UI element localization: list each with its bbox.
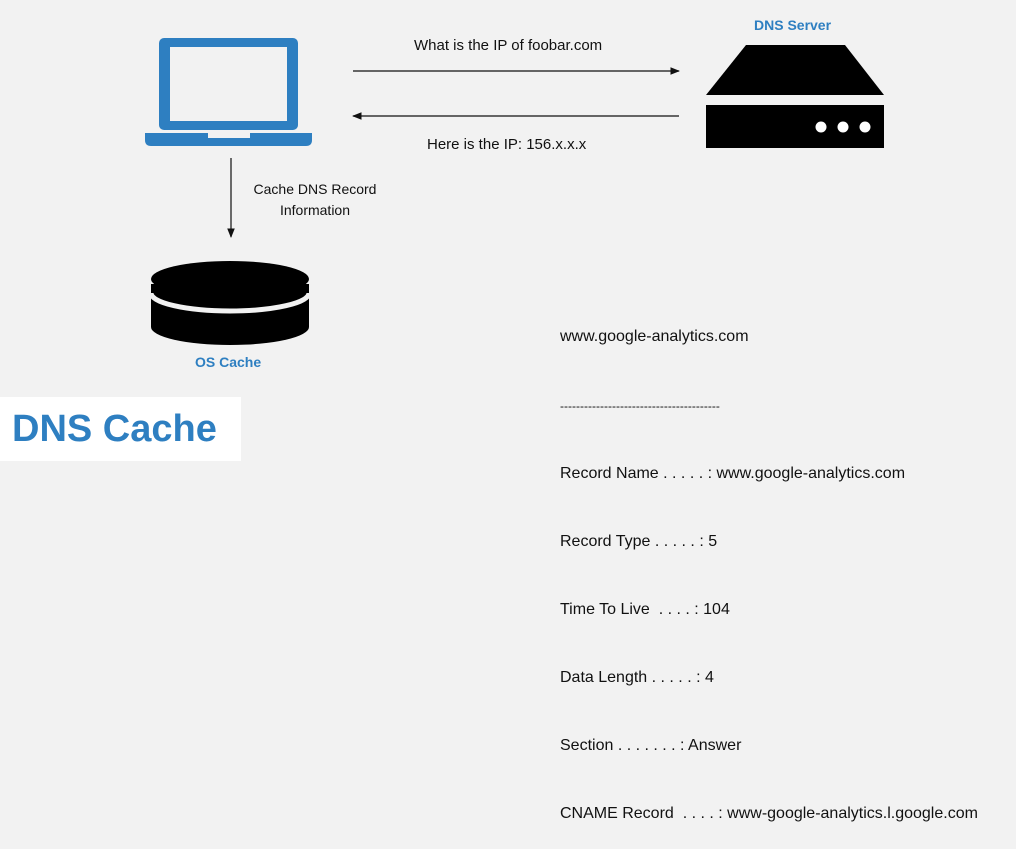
dns-record-block: www.google-analytics.com ---------------…: [560, 281, 978, 849]
record-line: Section . . . . . . . : Answer: [560, 737, 742, 755]
response-label: Here is the IP: 156.x.x.x: [427, 136, 587, 153]
main-title: DNS Cache: [0, 397, 241, 461]
record-line: Record Type . . . . . : 5: [560, 532, 718, 550]
server-light-icon: [859, 121, 871, 133]
server-title: DNS Server: [754, 17, 832, 33]
database-icon: [148, 261, 312, 345]
record-domain: www.google-analytics.com: [560, 328, 749, 346]
record-line: Time To Live . . . . : 104: [560, 600, 730, 618]
cache-arrow-label-line: Information: [279, 202, 351, 218]
record-divider: ----------------------------------------: [560, 398, 720, 413]
laptop-icon: [145, 38, 312, 146]
cache-arrow-label-line: Cache DNS Record: [253, 181, 377, 197]
server-icon: [706, 45, 884, 148]
request-label: What is the IP of foobar.com: [414, 37, 603, 54]
diagram-graphics: [145, 38, 884, 345]
server-light-icon: [837, 121, 849, 133]
os-cache-title: OS Cache: [195, 354, 262, 370]
server-light-icon: [815, 121, 827, 133]
record-line: CNAME Record . . . . : www-google-analyt…: [560, 805, 978, 823]
cache-arrow-label: Cache DNS Record Information: [250, 179, 380, 221]
record-line: Data Length . . . . . : 4: [560, 668, 714, 686]
